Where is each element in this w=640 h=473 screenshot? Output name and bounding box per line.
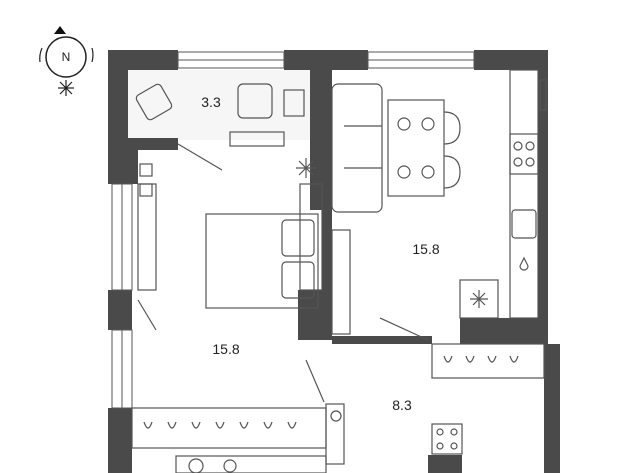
- wall-top-left: [108, 50, 178, 70]
- hanger-icon: [143, 421, 297, 429]
- compass-letter: N: [62, 50, 71, 64]
- bedroom-door-leaf: [305, 359, 325, 403]
- balcony-bench: [229, 131, 285, 147]
- burner-icon: [513, 141, 523, 151]
- bed-icon: [205, 213, 319, 309]
- room-area-balcony: 3.3: [201, 94, 221, 110]
- tv-stand-icon: [331, 229, 351, 335]
- side-table-icon: [283, 89, 305, 117]
- desk-icon: [137, 183, 157, 291]
- walls: [108, 50, 560, 473]
- chair-line: [137, 299, 157, 331]
- balcony-floor: [128, 70, 310, 140]
- plate-icon: [421, 117, 435, 131]
- nightstand-icon: [139, 163, 153, 177]
- plate-icon: [397, 165, 411, 179]
- window-right-small: [539, 79, 547, 111]
- wardrobe-icon: [299, 183, 323, 291]
- wall-right-lower: [544, 344, 560, 473]
- sofa-icon: [331, 83, 383, 213]
- wall-center-bottom: [332, 336, 432, 344]
- wall-top-middle: [284, 50, 368, 70]
- wall-right-outer: [538, 70, 548, 318]
- wall-balcony-sill: [128, 138, 178, 150]
- balcony-door-leaf: [177, 143, 223, 171]
- burner-icon: [525, 157, 535, 167]
- fridge-icon: [459, 279, 499, 319]
- plate-icon: [421, 165, 435, 179]
- pillow-icon: [281, 219, 315, 257]
- bathroom-fixture-icon: [188, 458, 204, 473]
- north-arrow-icon: [54, 26, 66, 34]
- room-area-hallway: 8.3: [392, 397, 412, 413]
- living-kitchen-furniture: [331, 69, 539, 341]
- washer-icon: [431, 423, 463, 455]
- hanger-icon: [443, 355, 519, 363]
- windows: [111, 51, 547, 409]
- dial-icon: [450, 442, 458, 450]
- wall-left-pier: [108, 290, 132, 330]
- dial-icon: [436, 428, 444, 436]
- compass-arc-left: [39, 47, 43, 63]
- lamp-icon: [330, 410, 342, 422]
- dining-chair-icon: [443, 111, 461, 145]
- room-area-bedroom: 15.8: [212, 341, 239, 357]
- sun-icon: [58, 80, 74, 96]
- compass: N: [39, 26, 94, 96]
- stove-icon: [509, 133, 539, 175]
- dining-table-icon: [387, 99, 445, 197]
- wall-left-balcony: [108, 70, 128, 138]
- lamp-icon: [139, 183, 153, 197]
- wall-left-lower: [108, 408, 132, 473]
- balcony-furniture: [135, 83, 305, 171]
- wall-top-right: [474, 50, 548, 70]
- bathroom-fixture-icon: [223, 459, 237, 473]
- wall-center-lower: [322, 210, 332, 340]
- desk-chair-icon: [237, 83, 273, 119]
- water-drop-icon: [519, 256, 529, 271]
- kitchen-door-leaf: [379, 317, 429, 341]
- bedroom-furniture: [137, 158, 325, 403]
- compass-arc-right: [91, 47, 94, 63]
- sink-icon: [511, 209, 537, 239]
- bedroom-wardrobe-icon: [131, 407, 327, 449]
- room-area-living-kitchen: 15.8: [412, 241, 439, 257]
- dining-chair-icon: [443, 155, 461, 189]
- wall-center-upper: [310, 70, 332, 210]
- kitchen-counter: [509, 69, 539, 319]
- compass-ring: [45, 36, 87, 78]
- wall-bottom-hall: [428, 455, 462, 473]
- pillow-icon: [281, 261, 315, 299]
- burner-icon: [513, 157, 523, 167]
- armchair-icon: [135, 83, 173, 121]
- dial-icon: [450, 428, 458, 436]
- plant-icon: [296, 158, 316, 178]
- hall-shelf: [325, 403, 345, 465]
- hallway-furniture: [131, 343, 545, 473]
- burner-icon: [525, 141, 535, 151]
- snowflake-icon: [470, 290, 488, 308]
- plate-icon: [397, 117, 411, 131]
- wall-right-step: [460, 318, 548, 344]
- bathroom-edge: [175, 455, 327, 473]
- dial-icon: [436, 442, 444, 450]
- hall-wardrobe-icon: [431, 343, 545, 379]
